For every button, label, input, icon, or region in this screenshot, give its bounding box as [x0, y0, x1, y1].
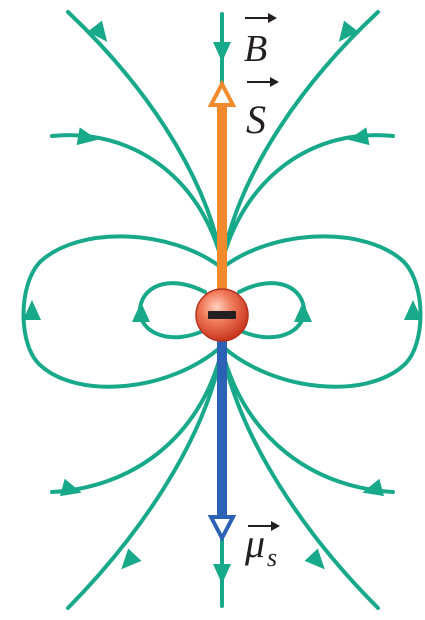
moment-vector-shaft	[217, 340, 227, 516]
label-mu-s: μ s	[244, 521, 280, 572]
arrow-icon	[76, 127, 98, 146]
label-S: S	[246, 77, 279, 142]
vector-arrow-icon	[268, 13, 277, 23]
field-loop-right-inner	[237, 281, 307, 340]
arrow-icon	[132, 302, 150, 322]
arrow-icon	[348, 127, 370, 146]
moment-vector-arrowhead-icon	[207, 515, 237, 543]
field-line-lower-left-outer	[66, 348, 224, 610]
field-line-lower-right-inner	[220, 348, 395, 494]
field-line-lower-right-outer	[220, 348, 380, 610]
spin-vector	[207, 79, 237, 290]
field-line-lower-left-inner	[50, 348, 224, 494]
arrow-icon	[362, 478, 384, 497]
arrow-icon	[60, 478, 82, 497]
arrow-icon	[121, 548, 142, 570]
arrow-icon	[404, 300, 422, 320]
field-loop-right-outer	[220, 234, 423, 389]
label-B-text: B	[244, 28, 267, 70]
vector-arrow-icon	[270, 77, 279, 87]
field-arrowheads	[23, 20, 422, 584]
arrow-icon	[338, 20, 359, 42]
spin-vector-arrowhead-icon	[207, 79, 237, 107]
minus-sign-icon	[208, 311, 236, 319]
vector-arrow-icon	[271, 521, 280, 531]
arrow-icon	[304, 548, 325, 570]
label-mu-text: μ	[244, 521, 265, 566]
arrow-icon	[213, 42, 231, 62]
moment-vector	[207, 340, 237, 543]
field-line-upper-left-outer	[66, 10, 224, 264]
arrow-icon	[23, 300, 41, 320]
field-loop-left-outer	[21, 234, 224, 389]
spin-vector-shaft	[217, 104, 227, 290]
label-B: B	[244, 13, 277, 70]
arrow-icon	[87, 20, 108, 42]
arrow-icon	[213, 564, 231, 584]
electron-particle	[195, 288, 249, 342]
label-mu-subscript: s	[267, 543, 277, 572]
field-line-upper-right-outer	[220, 10, 380, 264]
label-S-text: S	[246, 97, 266, 142]
arrow-icon	[294, 302, 312, 322]
field-loop-left-inner	[137, 281, 207, 340]
